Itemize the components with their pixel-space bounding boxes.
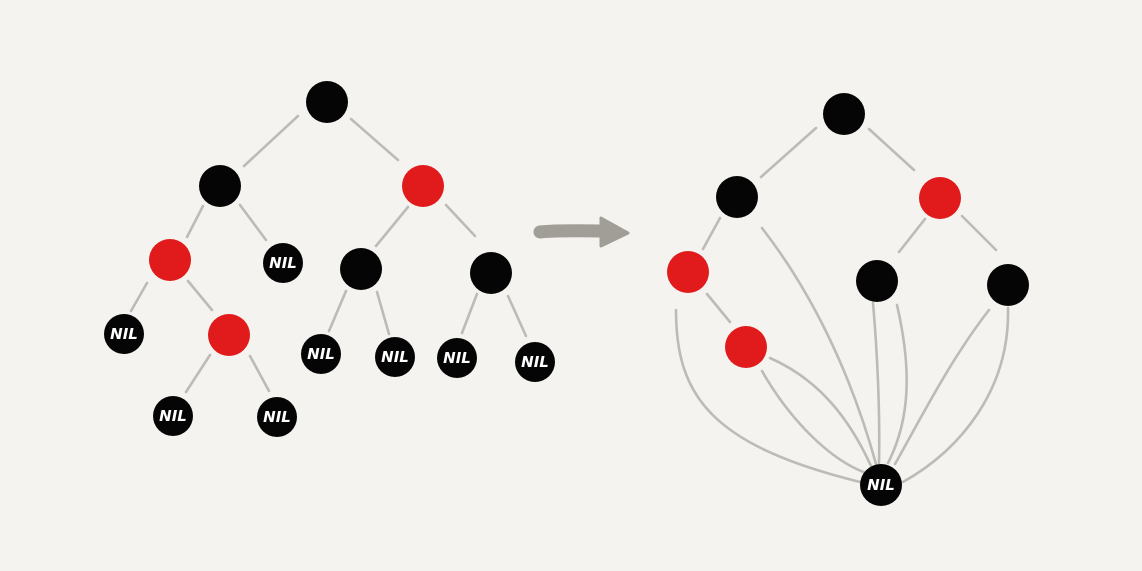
right-tree-edges [674,126,1010,484]
right-edge-6 [674,308,862,484]
left-edge-2 [185,204,205,239]
black-node-circle [716,176,758,218]
right-node-rl [856,260,898,302]
nil-label: NIL [443,349,471,367]
right-edge-4 [960,214,998,252]
left-edge-1 [349,117,400,162]
right-edge-11 [886,303,908,465]
red-node-circle [725,326,767,368]
left-node-lnil: NIL [263,243,303,283]
right-node-ll [667,251,709,293]
nil-node-circle [104,314,144,354]
nil-node-circle [515,342,555,382]
right-node-r [919,177,961,219]
right-edge-13 [901,306,1010,484]
left-node-rrnil2: NIL [515,342,555,382]
left-tree-nodes: NIL NIL NIL NIL NIL NIL NIL NIL [104,81,555,437]
nil-node-circle [257,397,297,437]
left-edge-13 [248,354,271,393]
left-edge-9 [375,290,391,336]
black-node-circle [470,252,512,294]
left-node-rr [470,252,512,294]
left-edge-3 [238,203,268,242]
nil-node-circle [860,464,902,506]
nil-node-circle [375,337,415,377]
nil-label: NIL [263,408,291,426]
nil-node-circle [153,396,193,436]
right-tree-nodes: NIL [667,93,1029,506]
right-edge-10 [871,301,881,465]
left-node-ll [149,239,191,281]
left-edge-8 [327,289,348,333]
left-node-rrnil1: NIL [437,338,477,378]
left-node-rl [340,248,382,290]
left-node-llr [208,314,250,356]
right-edge-7 [760,226,878,466]
nil-label: NIL [307,345,335,363]
black-node-circle [340,248,382,290]
left-edge-6 [129,281,149,313]
right-edge-5 [705,292,732,324]
left-edge-10 [460,292,479,335]
nil-label: NIL [159,407,187,425]
left-node-rlnil1: NIL [301,334,341,374]
right-edge-12 [893,308,991,466]
arrow-shaft [533,224,613,239]
black-node-circle [856,260,898,302]
left-edge-11 [506,294,528,338]
left-node-rlnil2: NIL [375,337,415,377]
black-node-circle [199,165,241,207]
right-node-llr [725,326,767,368]
left-edge-0 [242,114,300,168]
red-node-circle [919,177,961,219]
black-node-circle [987,264,1029,306]
right-edge-9 [760,369,868,475]
left-edge-12 [184,353,212,394]
nil-label: NIL [381,348,409,366]
left-edge-7 [186,279,214,312]
right-node-l [716,176,758,218]
left-node-llrnil2: NIL [257,397,297,437]
black-node-circle [306,81,348,123]
nil-node-circle [437,338,477,378]
right-edge-1 [867,127,916,172]
right-edge-3 [897,217,927,254]
nil-label: NIL [521,353,549,371]
black-node-circle [823,93,865,135]
left-node-r [402,165,444,207]
right-node-root [823,93,865,135]
nil-label: NIL [867,476,895,494]
right-edge-8 [768,356,873,468]
right-node-sentinel: NIL [860,464,902,506]
right-node-rr [987,264,1029,306]
nil-label: NIL [269,254,297,272]
nil-node-circle [263,243,303,283]
left-node-l [199,165,241,207]
left-node-llrnil1: NIL [153,396,193,436]
nil-node-circle [301,334,341,374]
red-node-circle [149,239,191,281]
left-tree-edges [129,114,528,394]
red-node-circle [208,314,250,356]
red-node-circle [402,165,444,207]
left-edge-5 [444,203,477,238]
left-node-llnil: NIL [104,314,144,354]
nil-label: NIL [110,325,138,343]
right-edge-0 [759,126,818,179]
left-edge-4 [374,205,410,248]
transform-arrow [533,216,630,248]
red-node-circle [667,251,709,293]
arrow-head [599,216,630,248]
right-edge-2 [701,216,722,251]
left-node-root [306,81,348,123]
